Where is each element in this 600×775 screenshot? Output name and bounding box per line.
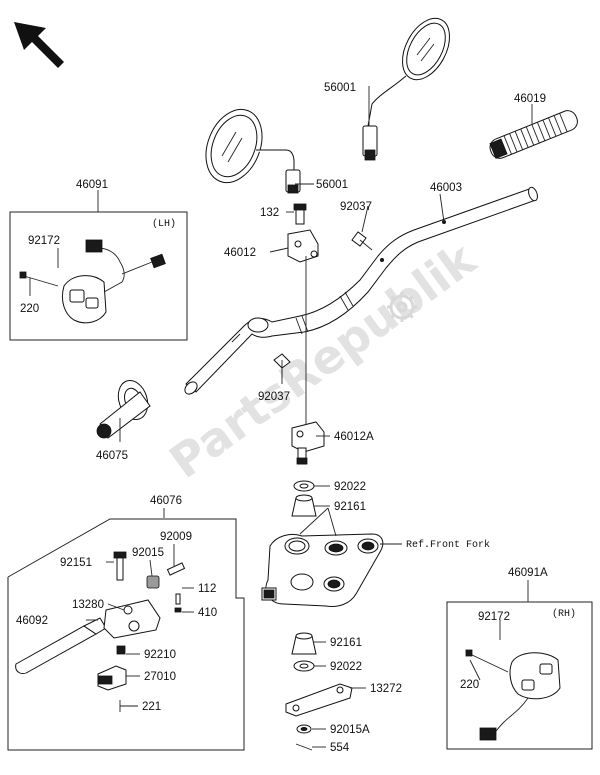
- watermark: PartsRepublik: [160, 231, 486, 489]
- grip-right-46019: [489, 110, 578, 159]
- north-west-arrow-icon: [14, 22, 64, 68]
- nut-92015A: [296, 724, 312, 734]
- label-92037-top: 92037: [340, 201, 372, 213]
- mirror-right: [362, 17, 450, 161]
- label-220-lh: 220: [20, 303, 39, 315]
- lh-tag: (LH): [152, 218, 176, 230]
- lever-assembly: [15, 551, 186, 712]
- part-labels: 56001 56001 46019 46091 (LH) 92172 220 1…: [16, 82, 576, 754]
- label-92172-rh: 92172: [478, 611, 510, 623]
- handlebar-46003: [184, 186, 538, 395]
- gear-watermark-icon: [387, 292, 417, 322]
- watermark-text: PartsRepublik: [160, 231, 486, 489]
- switch-rh-assembly: [465, 649, 561, 741]
- label-92015: 92015: [132, 547, 164, 559]
- washer-92022-top: [293, 480, 315, 492]
- pin-554: [295, 743, 313, 751]
- label-221: 221: [142, 701, 161, 713]
- label-410: 410: [198, 607, 217, 619]
- label-13280: 13280: [72, 599, 104, 611]
- label-46012: 46012: [224, 247, 256, 259]
- switch-lh-assembly: [19, 239, 166, 324]
- label-112: 112: [198, 583, 216, 595]
- label-554: 554: [330, 742, 350, 754]
- label-46091: 46091: [76, 179, 108, 191]
- rh-tag: (RH): [552, 608, 576, 620]
- label-46003: 46003: [430, 182, 462, 194]
- label-27010: 27010: [144, 671, 176, 683]
- label-92015A: 92015A: [330, 724, 370, 736]
- label-92151: 92151: [60, 557, 92, 569]
- label-92210: 92210: [144, 649, 176, 661]
- label-46012A: 46012A: [334, 431, 374, 443]
- washer-92022-bottom: [293, 660, 315, 672]
- clamp-92037-top: [351, 231, 373, 251]
- switch-rh-box: [446, 601, 593, 750]
- label-46091A: 46091A: [508, 567, 548, 579]
- label-92037-bottom: 92037: [258, 391, 290, 403]
- rubber-92161-top: [291, 494, 317, 517]
- label-46076: 46076: [150, 495, 182, 507]
- label-92009: 92009: [160, 531, 192, 543]
- label-92161-bottom: 92161: [330, 637, 362, 649]
- label-56001-mid: 56001: [316, 179, 348, 191]
- lever-box: [7, 518, 245, 751]
- rubber-92161-bottom: [291, 632, 317, 655]
- label-46075: 46075: [96, 450, 128, 462]
- leader-lines: [29, 86, 533, 748]
- label-92022-bottom: 92022: [330, 661, 362, 673]
- reference-note: Ref.Front Fork: [406, 539, 490, 551]
- label-56001-top: 56001: [324, 82, 356, 94]
- label-92172-lh: 92172: [28, 235, 60, 247]
- fork-upper-bracket: [261, 533, 402, 607]
- label-46019: 46019: [514, 93, 546, 105]
- label-132: 132: [260, 207, 279, 219]
- label-220-rh: 220: [460, 679, 479, 691]
- holder-46012A: [291, 421, 325, 465]
- label-13272: 13272: [370, 683, 402, 695]
- holder-46012: [287, 203, 319, 263]
- plate-13272: [285, 683, 353, 717]
- label-92022-top: 92022: [334, 481, 366, 493]
- label-46092: 46092: [16, 615, 48, 627]
- label-92161-top: 92161: [334, 501, 366, 513]
- mirror-left: [205, 108, 301, 194]
- grip-left-46075: [96, 379, 151, 439]
- switch-lh-box: [9, 211, 188, 341]
